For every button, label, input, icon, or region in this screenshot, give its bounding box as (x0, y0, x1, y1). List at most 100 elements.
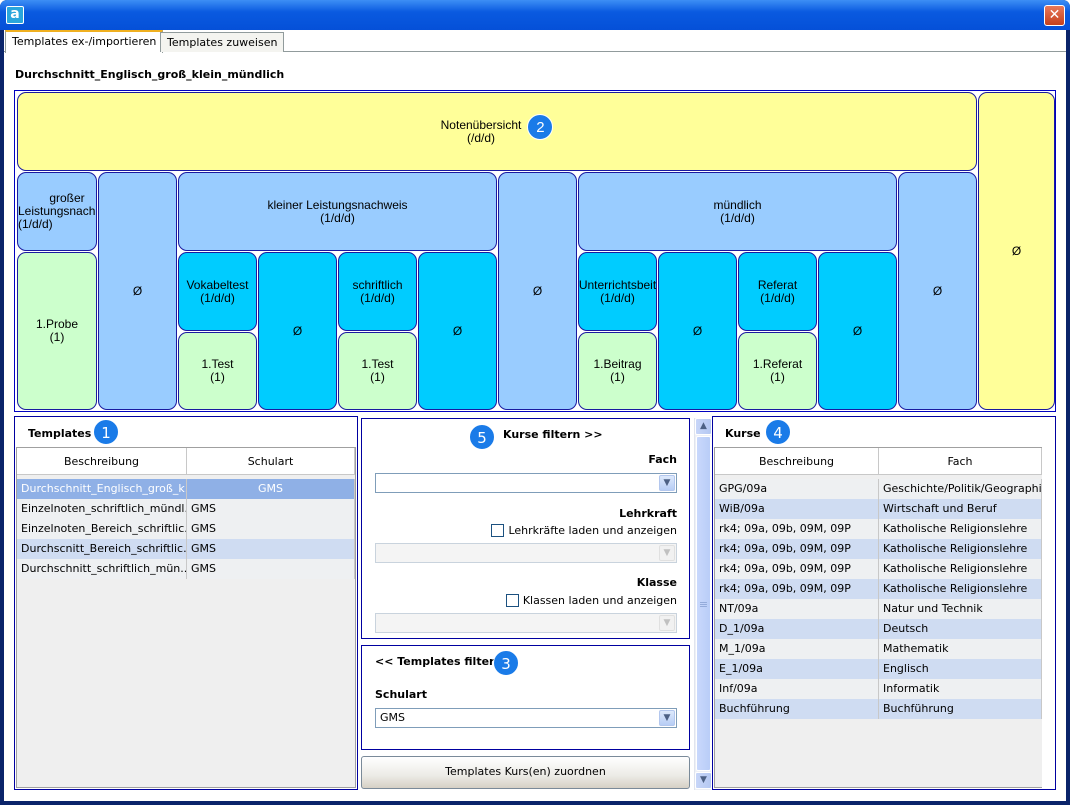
cell-beschreibung: Einzelnoten_schriftlich_mündl... (17, 499, 187, 519)
lehrkraft-checkbox-row[interactable]: Lehrkräfte laden und anzeigen (491, 524, 677, 537)
close-button[interactable]: ✕ (1044, 5, 1065, 26)
column-header-schulart[interactable]: Schulart (187, 448, 355, 475)
chevron-down-icon[interactable]: ▼ (695, 772, 712, 789)
table-row[interactable]: GPG/09a Geschichte/Politik/Geographie (715, 479, 1042, 499)
cell-beschreibung: rk4; 09a, 09b, 09M, 09P (715, 539, 879, 559)
tree-node-kleiner-leistungsnachweis[interactable]: kleiner Leistungsnachweis (1/d/d) (178, 172, 497, 251)
cell-fach: Englisch (879, 659, 1042, 679)
assign-templates-button[interactable]: Templates Kurs(en) zuordnen (361, 756, 690, 789)
lehrkraft-select[interactable]: ▼ (375, 543, 677, 563)
tree-node-1-test-schriftlich[interactable]: 1.Test (1) (338, 332, 417, 410)
tree-node-empty[interactable]: Ø (98, 172, 177, 410)
node-label: 1.Test (361, 357, 394, 371)
tree-node-notenuebersicht[interactable]: Notenübersicht (/d/d) 2 (17, 92, 977, 171)
tab-templates-assign[interactable]: Templates zuweisen (160, 32, 285, 52)
templates-table: Beschreibung Schulart Durchschnitt_Engli… (16, 447, 356, 788)
cell-beschreibung: E_1/09a (715, 659, 879, 679)
fach-select[interactable]: ▼ (375, 473, 677, 493)
schulart-label: Schulart (375, 688, 427, 701)
chevron-down-icon[interactable]: ▼ (659, 475, 675, 491)
schulart-select[interactable]: GMS ▼ (375, 708, 677, 728)
tree-node-vokabeltest[interactable]: Vokabeltest (1/d/d) (178, 252, 257, 331)
column-header-beschreibung[interactable]: Beschreibung (17, 448, 187, 475)
cell-beschreibung: rk4; 09a, 09b, 09M, 09P (715, 519, 879, 539)
kurse-panel: Kurse 4 Beschreibung Fach GPG/09a Geschi… (712, 416, 1056, 790)
title-bar[interactable]: a ✕ (0, 0, 1070, 30)
tree-node-empty[interactable]: Ø (498, 172, 577, 410)
tree-node-empty[interactable]: Ø (658, 252, 737, 410)
lehrkraft-label: Lehrkraft (619, 507, 677, 520)
tree-node-1-probe[interactable]: 1.Probe (1) (17, 252, 97, 410)
klasse-label: Klasse (636, 576, 677, 589)
table-row[interactable]: NT/09a Natur und Technik (715, 599, 1042, 619)
templates-filter-toggle[interactable]: << Templates filtern (375, 655, 503, 668)
tree-node-muendlich[interactable]: mündlich (1/d/d) (578, 172, 897, 251)
klassen-checkbox[interactable] (505, 594, 519, 607)
table-row[interactable]: Buchführung Buchführung (715, 699, 1042, 719)
table-row[interactable]: rk4; 09a, 09b, 09M, 09P Katholische Reli… (715, 519, 1042, 539)
cell-fach: Deutsch (879, 619, 1042, 639)
chevron-down-icon[interactable]: ▼ (659, 545, 675, 561)
table-row[interactable]: D_1/09a Deutsch (715, 619, 1042, 639)
chevron-up-icon[interactable]: ▲ (695, 418, 712, 435)
column-header-beschreibung[interactable]: Beschreibung (715, 448, 879, 475)
table-row[interactable]: Durchschnitt_schriftlich_mün... GMS (17, 559, 355, 579)
table-header: Beschreibung Fach (715, 448, 1042, 475)
table-row[interactable]: rk4; 09a, 09b, 09M, 09P Katholische Reli… (715, 559, 1042, 579)
klasse-select[interactable]: ▼ (375, 613, 677, 633)
table-row[interactable]: M_1/09a Mathematik (715, 639, 1042, 659)
tree-node-empty[interactable]: Ø (898, 172, 977, 410)
tree-node-empty[interactable]: Ø (818, 252, 897, 410)
badge-1: 1 (93, 419, 119, 445)
table-row[interactable]: E_1/09a Englisch (715, 659, 1042, 679)
templates-filter-panel: << Templates filtern 3 Schulart GMS ▼ (361, 645, 690, 750)
app-icon: a (6, 6, 24, 24)
node-formula: (1) (610, 370, 625, 384)
table-row[interactable]: Einzelnoten_Bereich_schriftlic... GMS (17, 519, 355, 539)
klassen-checkbox-label: Klassen laden und anzeigen (522, 594, 677, 607)
tree-node-referat[interactable]: Referat (1/d/d) (738, 252, 817, 331)
table-row[interactable]: Einzelnoten_schriftlich_mündl... GMS (17, 499, 355, 519)
chevron-down-icon[interactable]: ▼ (659, 710, 675, 726)
scrollbar-thumb[interactable]: ≡ (696, 436, 711, 771)
node-formula: (1) (49, 330, 65, 344)
tab-bar: Templates ex-/importieren Templates zuwe… (4, 30, 1066, 53)
table-row[interactable]: rk4; 09a, 09b, 09M, 09P Katholische Reli… (715, 539, 1042, 559)
tree-node-1-beitrag[interactable]: 1.Beitrag (1) (578, 332, 657, 410)
tree-node-schriftlich[interactable]: schriftlich (1/d/d) (338, 252, 417, 331)
kurse-filter-toggle[interactable]: Kurse filtern >> (503, 428, 603, 441)
tree-node-unterrichtsbeitrag[interactable]: Unterrichtsbeit (1/d/d) (578, 252, 657, 331)
table-row[interactable]: rk4; 09a, 09b, 09M, 09P Katholische Reli… (715, 579, 1042, 599)
tab-templates-import-export[interactable]: Templates ex-/importieren (5, 30, 164, 53)
chevron-down-icon[interactable]: ▼ (659, 615, 675, 631)
tree-node-1-test-vokabel[interactable]: 1.Test (1) (178, 332, 257, 410)
cell-beschreibung: rk4; 09a, 09b, 09M, 09P (715, 559, 879, 579)
cell-fach: Informatik (879, 679, 1042, 699)
cell-beschreibung: D_1/09a (715, 619, 879, 639)
lehrkraefte-checkbox[interactable] (491, 524, 505, 537)
tree-node-empty[interactable]: Ø (418, 252, 497, 410)
tree-node-grosser-leistungsnachweis[interactable]: großer Leistungsnach (1/d/d) (17, 172, 97, 251)
table-row[interactable]: Durchschnitt_Englisch_groß_k... GMS (17, 479, 355, 499)
node-formula: (1/d/d) (360, 290, 395, 305)
tree-node-empty[interactable]: Ø (258, 252, 337, 410)
node-label: mündlich (713, 197, 762, 212)
klasse-checkbox-row[interactable]: Klassen laden und anzeigen (505, 594, 677, 607)
tree-node-1-referat[interactable]: 1.Referat (1) (738, 332, 817, 410)
table-row[interactable]: Inf/09a Informatik (715, 679, 1042, 699)
tree-node-root-empty[interactable]: Ø (978, 92, 1055, 410)
badge-4: 4 (765, 419, 791, 445)
kurse-filter-panel: 5 Kurse filtern >> Fach ▼ Lehrkraft Lehr… (361, 418, 690, 639)
node-label: großer (49, 191, 85, 205)
cell-fach: Katholische Religionslehre (879, 519, 1042, 539)
badge-3: 3 (493, 650, 519, 676)
middle-scrollbar[interactable]: ▲ ≡ ▼ (694, 418, 712, 790)
client-area: Templates ex-/importieren Templates zuwe… (4, 30, 1066, 801)
node-label: kleiner Leistungsnachweis (267, 197, 408, 212)
column-header-fach[interactable]: Fach (879, 448, 1042, 475)
table-row[interactable]: Durchscnitt_Bereich_schriftlic... GMS (17, 539, 355, 559)
node-formula: (1/d/d) (720, 210, 755, 225)
node-formula: (1/d/d) (760, 290, 795, 305)
table-row[interactable]: WiB/09a Wirtschaft und Beruf (715, 499, 1042, 519)
